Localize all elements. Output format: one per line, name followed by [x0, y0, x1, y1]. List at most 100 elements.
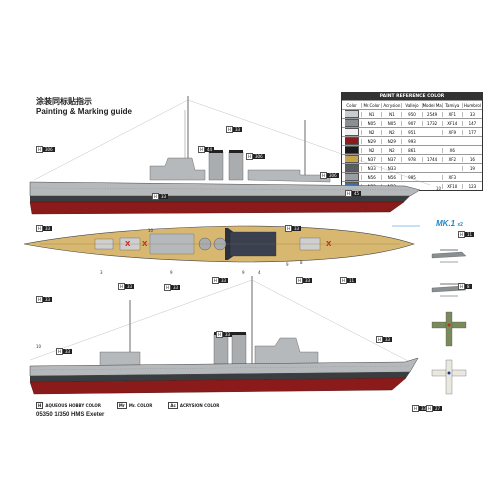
paint-code-cell: X6 [441, 147, 462, 153]
col-header: Mr.Color [361, 102, 381, 108]
paint-code-cell: 33 [461, 111, 482, 117]
callout-paint-prefix: H [345, 190, 353, 197]
paint-code-cell: XF1 [441, 111, 462, 117]
color-swatch [344, 128, 359, 136]
paint-code-cell: XF3 [441, 174, 462, 180]
title-english: Painting & Marking guide [36, 107, 133, 116]
part-number-label: 10 [36, 344, 42, 349]
callout-paint-prefix: H [36, 296, 44, 303]
aerial-wire [251, 279, 411, 363]
callout-paint-number: 33 [383, 337, 393, 342]
legend-tag: H [36, 402, 44, 409]
paint-code-cell: N2 [361, 147, 381, 153]
color-swatch [344, 137, 359, 145]
callout-paint-prefix: H [36, 225, 44, 232]
callout-paint-number: 45 [352, 191, 362, 196]
callout-paint-prefix: H [246, 153, 254, 160]
paint-reference-table: PAINT REFERENCE COLOR Color Mr.Color Acr… [341, 92, 483, 191]
callout-paint-number: 44 [205, 147, 215, 152]
callout-paint-prefix: H [56, 348, 64, 355]
color-cell [342, 110, 361, 118]
callout-paint-prefix: H [198, 146, 206, 153]
part-number-label: 10 [436, 186, 442, 191]
callout-paint-prefix: H [426, 405, 434, 412]
callout-paint-number: 33 [292, 226, 302, 231]
paint-code-cell: XF2 [441, 156, 462, 162]
col-header: Humbrol [461, 102, 482, 108]
aircraft-bottom [431, 359, 467, 395]
paint-code-cell: 147 [461, 120, 482, 126]
paint-code-cell: XF10 [441, 183, 462, 189]
callout-paint-number: 33 [43, 226, 53, 231]
paint-code-cell: N05 [381, 120, 401, 126]
paint-code-cell: 907 [401, 120, 421, 126]
col-header: Tamiya [441, 102, 462, 108]
paint-code-cell: 1744 [421, 156, 442, 162]
callout-paint-prefix: H [340, 277, 348, 284]
legend-text: ACRYSION COLOR [179, 403, 220, 408]
callout-paint-number: 33 [159, 194, 169, 199]
callout-paint-prefix: H [226, 126, 234, 133]
paint-code-cell: N37 [381, 156, 401, 162]
callout-paint-number: 33 [419, 406, 429, 411]
callout-paint-prefix: H [118, 283, 126, 290]
legend-text: AQUEOUS HOBBY COLOR [45, 403, 101, 408]
part-number-label: 4 [258, 270, 261, 275]
paint-code-cell: N2 [361, 129, 381, 135]
paint-code-cell: XF9 [441, 129, 462, 135]
part-number-label: 9 [242, 270, 245, 275]
color-cell [342, 155, 361, 163]
paint-table-title: PAINT REFERENCE COLOR [342, 93, 482, 100]
callout-paint-number: 8 [465, 284, 472, 289]
paint-code-cell: 1732 [421, 120, 442, 126]
aircraft-views [431, 249, 467, 395]
paint-code-cell: N2 [381, 129, 401, 135]
paint-code-cell: N56 [381, 174, 401, 180]
part-number-label: 3 [364, 206, 367, 211]
col-header: Vallejo [401, 102, 421, 108]
color-swatch [344, 173, 359, 181]
color-cell [342, 137, 361, 145]
boot-topping [30, 372, 410, 382]
callout-paint-prefix: H [458, 231, 466, 238]
aft-superstructure [247, 169, 331, 183]
callout-paint-prefix: H [285, 225, 293, 232]
callout-paint-number: 33 [303, 278, 313, 283]
paint-code-cell: 993 [401, 138, 421, 144]
boot-topping [30, 196, 410, 202]
bridge-superstructure [254, 337, 319, 367]
col-header: Model Master [421, 102, 442, 108]
aft-superstructure [99, 351, 141, 367]
part-number-label: 9 [286, 262, 289, 267]
paint-code-cell: N56 [361, 174, 381, 180]
portholes [29, 187, 411, 191]
callout-paint-number: 33 [63, 349, 73, 354]
callout-paint-number: 306 [253, 154, 265, 159]
aircraft-side-2 [431, 283, 467, 297]
funnel-fore [208, 151, 224, 181]
paint-code-cell: N1 [361, 111, 381, 117]
paint-code-cell: 950 [401, 111, 421, 117]
paint-code-cell: 16 [461, 156, 482, 162]
paint-code-cell: N37 [361, 156, 381, 162]
ship-deck-plan: X X X [23, 225, 420, 263]
part-number-label: 8 [300, 260, 303, 265]
kit-footer: 05350 1/350 HMS Exeter [36, 412, 105, 418]
callout-paint-number: 306 [43, 147, 55, 152]
callout-paint-prefix: H [164, 284, 172, 291]
paint-code-cell: 19 [461, 165, 482, 171]
